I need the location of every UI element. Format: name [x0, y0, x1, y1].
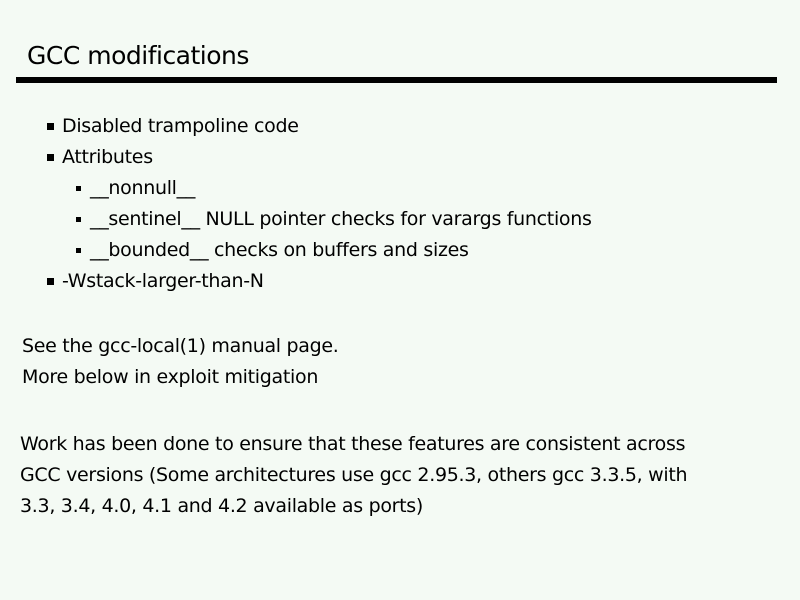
paragraph: Work has been done to ensure that these …	[20, 429, 688, 522]
list-item-label: Attributes	[62, 146, 153, 168]
page-title: GCC modifications	[27, 41, 249, 70]
list-item-label: Disabled trampoline code	[62, 115, 299, 137]
bullet-icon	[47, 154, 54, 161]
bullet-icon	[47, 123, 54, 130]
bullet-icon	[47, 278, 54, 285]
paragraph-line: GCC versions (Some architectures use gcc…	[20, 464, 688, 486]
bullet-icon	[76, 248, 81, 253]
list-item: __bounded__ checks on buffers and sizes	[0, 235, 800, 266]
title-underline	[16, 77, 777, 83]
list-item: __nonnull__	[0, 173, 800, 204]
list-item-label: -Wstack-larger-than-N	[62, 270, 264, 292]
list-item: Attributes	[0, 142, 800, 173]
paragraph-line: 3.3, 3.4, 4.0, 4.1 and 4.2 available as …	[20, 495, 424, 517]
bullet-icon	[76, 186, 81, 191]
list-item-label: __sentinel__ NULL pointer checks for var…	[90, 208, 592, 230]
note-line: More below in exploit mitigation	[22, 366, 319, 388]
list-item: Disabled trampoline code	[0, 111, 800, 142]
notes-block: See the gcc-local(1) manual page. More b…	[22, 331, 339, 393]
list-item-label: __bounded__ checks on buffers and sizes	[90, 239, 469, 261]
list-item-label: __nonnull__	[90, 177, 196, 199]
list-item: __sentinel__ NULL pointer checks for var…	[0, 204, 800, 235]
bullet-icon	[76, 217, 81, 222]
list-item: -Wstack-larger-than-N	[0, 266, 800, 297]
paragraph-line: Work has been done to ensure that these …	[20, 433, 686, 455]
note-line: See the gcc-local(1) manual page.	[22, 335, 339, 357]
